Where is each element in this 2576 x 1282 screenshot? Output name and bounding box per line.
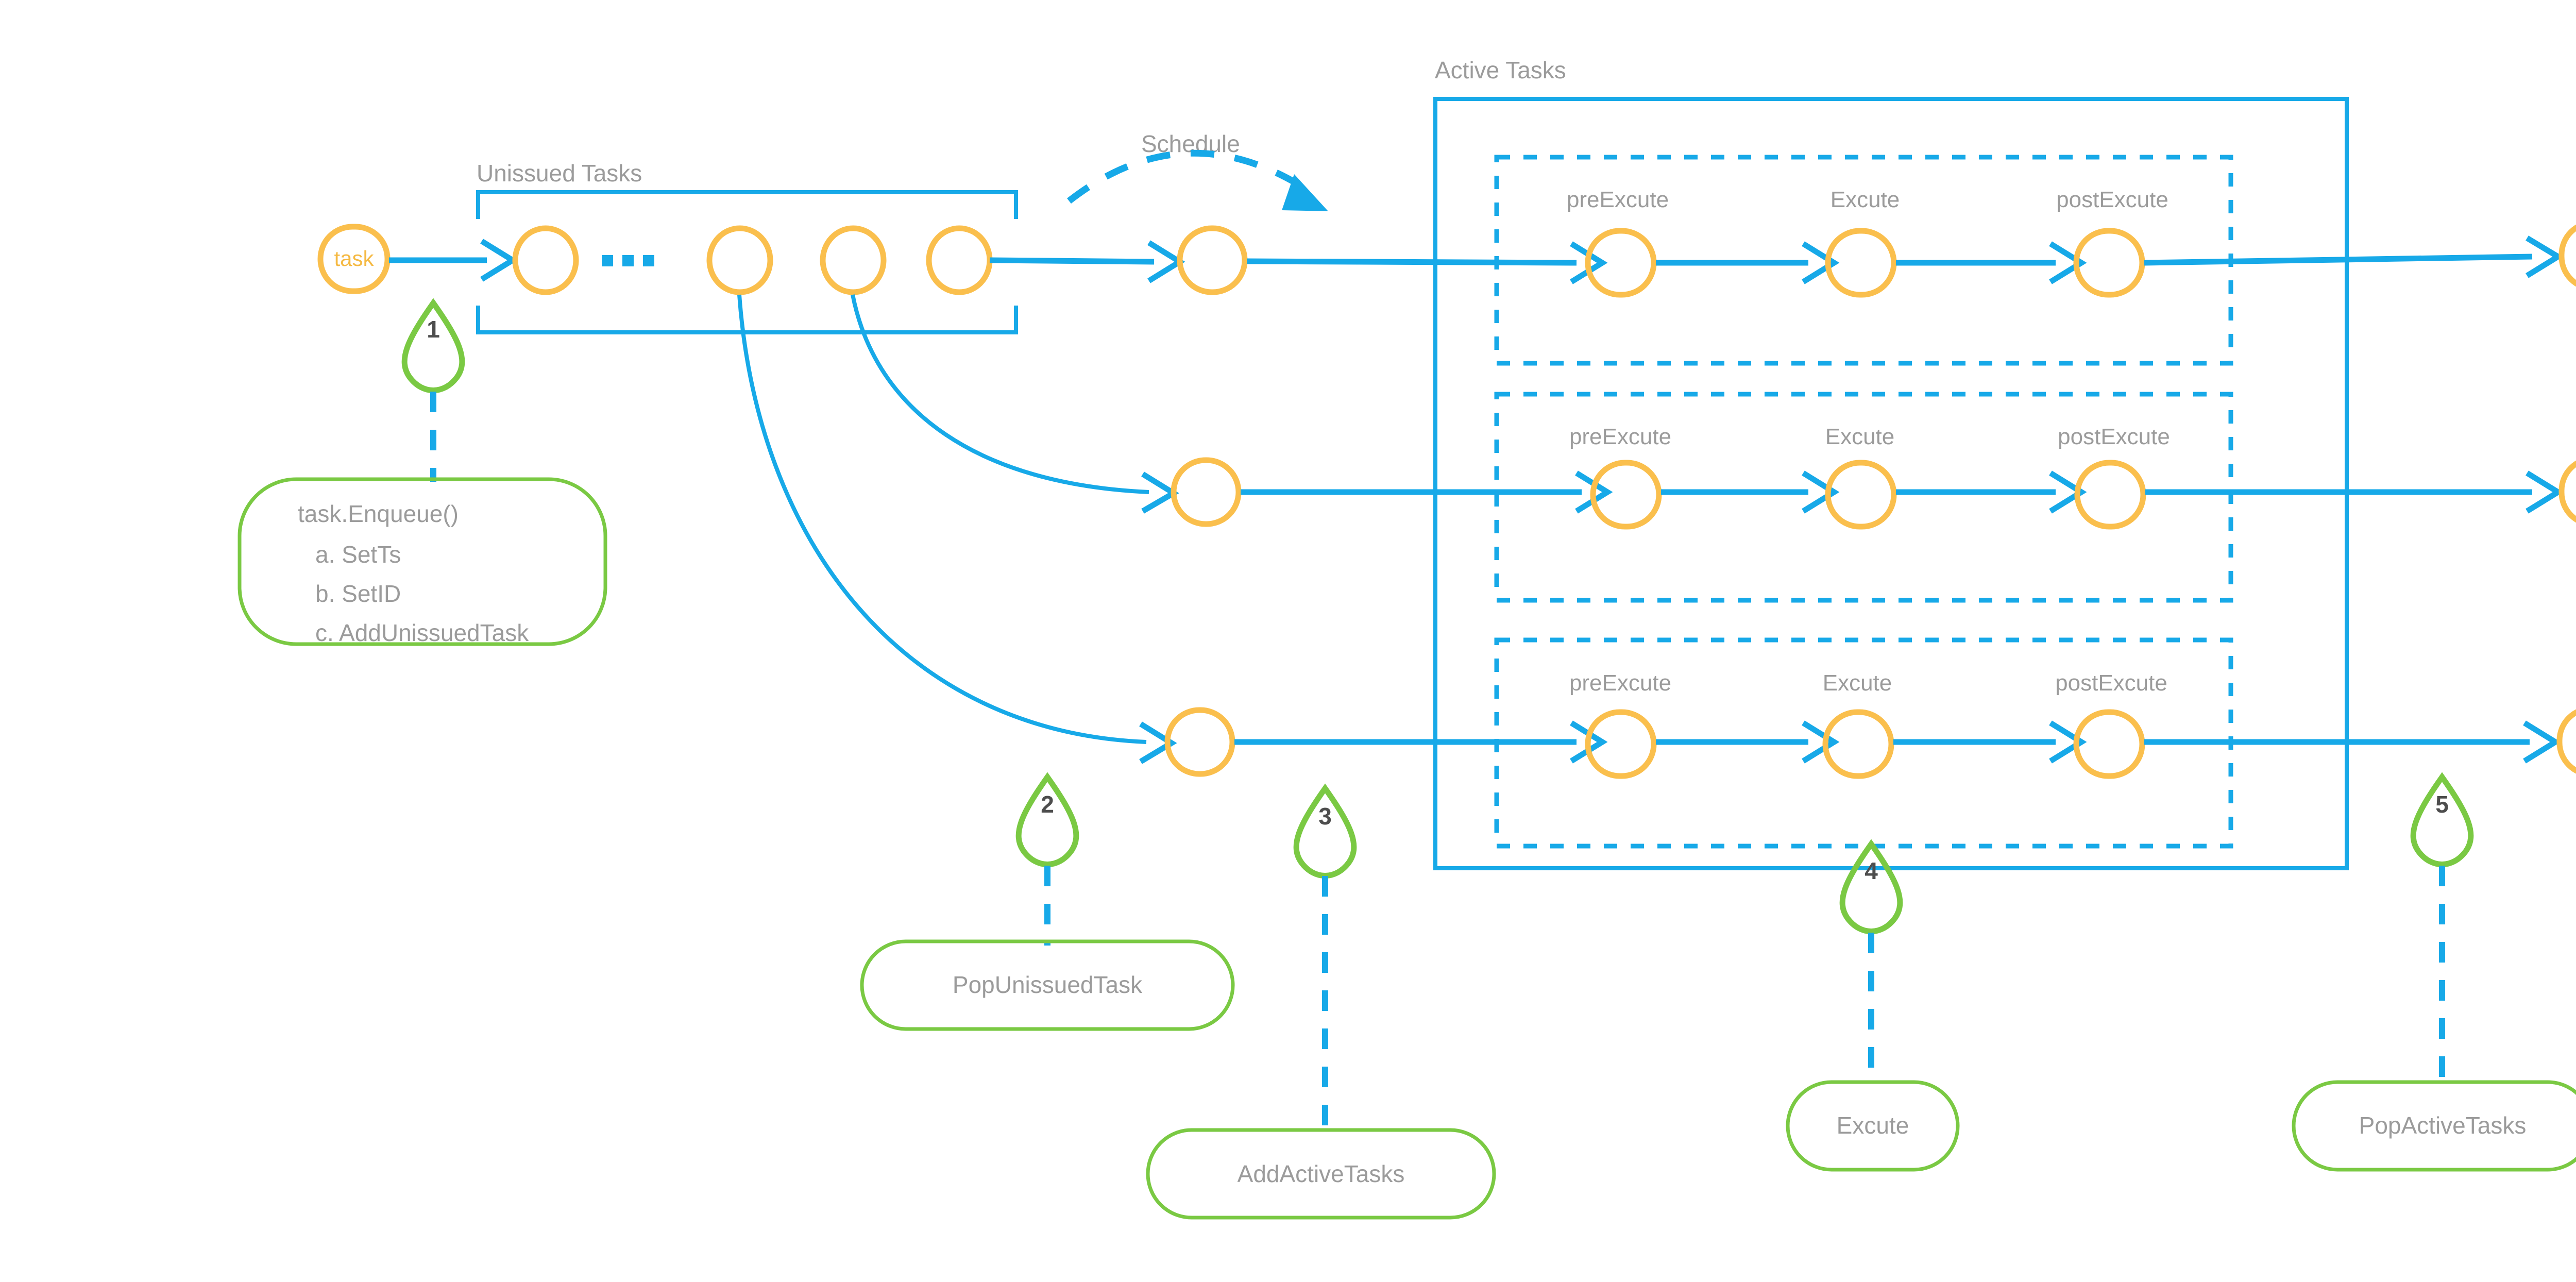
row-2-stage-node-0	[1590, 460, 1662, 530]
curve-queue-to-row3	[737, 294, 1177, 764]
queue-node-3[interactable]	[820, 225, 887, 295]
callout-enqueue-item-1: b. SetID	[315, 580, 401, 607]
pin-5-number: 5	[2435, 791, 2449, 818]
callout-enqueue-item-2: c. AddUnissuedTask	[315, 619, 529, 646]
row-2-stage-node-1	[1825, 460, 1897, 530]
row-1-stage-label-0: preExcute	[1567, 187, 1669, 212]
row-1-terminal-node	[2558, 224, 2576, 287]
group-label-schedule: Schedule	[1141, 130, 1240, 157]
pin-4[interactable]: 4	[1839, 839, 1903, 1085]
row-2: preExcute Excute postExcute	[1171, 392, 2576, 603]
callout-excute: Excute	[1786, 1080, 1960, 1172]
row-3-terminal-node	[2556, 709, 2576, 774]
pin-5[interactable]: 5	[2410, 772, 2474, 1085]
callout-pop-active: PopActiveTasks	[2292, 1080, 2576, 1172]
row-3-stage-label-0: preExcute	[1569, 670, 1671, 696]
callout-pop-unissued-label: PopUnissuedTask	[953, 971, 1143, 998]
row-2-stage-node-2	[2074, 460, 2146, 530]
row-2-stage-label-0: preExcute	[1569, 424, 1671, 449]
curve-queue-to-row2	[851, 294, 1179, 514]
edge-task-to-queue	[389, 239, 518, 282]
row-3-stage-label-2: postExcute	[2055, 670, 2167, 696]
row-1-stage-node-0	[1585, 228, 1657, 298]
row-3-stage-node-1	[1822, 709, 1894, 779]
callout-enqueue-heading: task.Enqueue()	[298, 500, 459, 527]
row-2-stage-label-1: Excute	[1825, 424, 1895, 449]
row-2-terminal-node	[2558, 460, 2576, 523]
pin-3-number: 3	[1318, 803, 1332, 830]
row-3-stage-node-2	[2073, 709, 2145, 779]
callout-enqueue: task.Enqueue() a. SetTs b. SetID c. AddU…	[238, 477, 607, 646]
source-task-node-label: task	[334, 246, 374, 271]
row-2-stage-box	[1494, 392, 2233, 603]
row-3: preExcute Excute postExcute	[1164, 637, 2576, 849]
active-tasks-bracket	[1433, 97, 2349, 870]
schedule-dashed-arc	[1067, 149, 1328, 211]
row-2-stage-label-2: postExcute	[2058, 424, 2170, 449]
queue-node-4[interactable]	[926, 225, 993, 295]
queue-node-1[interactable]	[512, 225, 579, 295]
row-1-stage-node-1	[1825, 228, 1897, 298]
row-3-stage-node-0	[1585, 709, 1657, 779]
queue-ellipsis	[602, 255, 654, 266]
row-1-stage-node-2	[2073, 228, 2145, 298]
row-1: preExcute Excute postExcute	[1177, 155, 2576, 366]
callout-excute-label: Excute	[1837, 1112, 1909, 1139]
pin-1-number: 1	[427, 316, 440, 343]
source-task-node[interactable]: task	[317, 224, 391, 294]
unissued-tasks-bracket	[476, 190, 1018, 334]
pin-2-number: 2	[1041, 791, 1054, 818]
row-1-stage-label-2: postExcute	[2056, 187, 2168, 212]
callout-add-active-label: AddActiveTasks	[1238, 1160, 1405, 1187]
callout-pop-unissued: PopUnissuedTask	[860, 939, 1235, 1031]
pin-4-number: 4	[1865, 857, 1878, 884]
pin-3[interactable]: 3	[1293, 783, 1357, 1134]
queue-node-2[interactable]	[706, 225, 773, 295]
callout-pop-active-label: PopActiveTasks	[2359, 1112, 2527, 1139]
group-label-unissued-tasks: Unissued Tasks	[477, 160, 642, 187]
row-3-stage-label-1: Excute	[1823, 670, 1892, 696]
pin-1[interactable]: 1	[401, 298, 465, 482]
group-label-active-tasks: Active Tasks	[1435, 57, 1566, 83]
pin-2[interactable]: 2	[1015, 772, 1079, 946]
edge-queue-to-schedule	[989, 240, 1185, 283]
callout-add-active: AddActiveTasks	[1146, 1128, 1496, 1220]
callout-enqueue-item-0: a. SetTs	[315, 541, 401, 568]
row-1-stage-label-1: Excute	[1831, 187, 1900, 212]
